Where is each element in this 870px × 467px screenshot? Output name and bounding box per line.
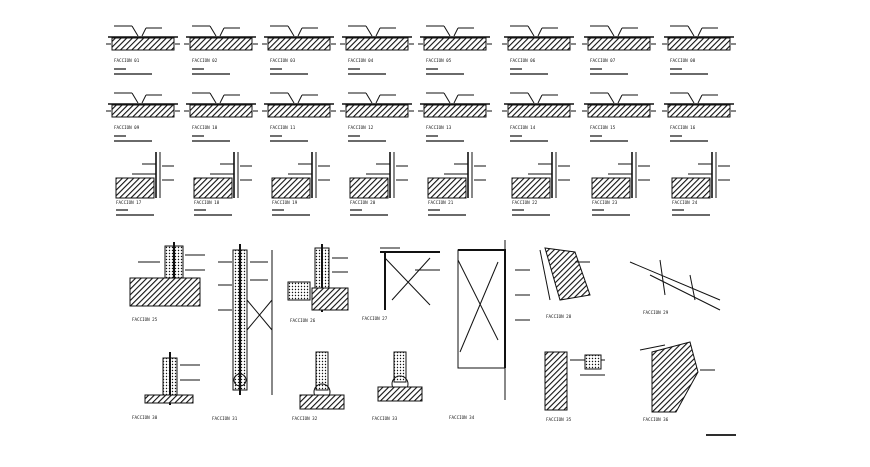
detail-5: FACCION 05	[418, 25, 492, 75]
detail-12: FACCION 12	[340, 92, 414, 142]
detail-row-2: FACCION 09 FACCION 10 FACCION 11 FACCION 12…	[106, 92, 736, 142]
detail-36	[639, 341, 715, 413]
detail-row-1: FACCION 01 FACCION 02 FACCION 03 FACCION 04…	[106, 25, 736, 75]
label-34: FACCION 34	[449, 415, 475, 420]
detail-label: FACCION 02	[192, 58, 218, 63]
detail-34	[629, 259, 721, 311]
detail-33	[539, 247, 591, 301]
detail-label: FACCION 08	[670, 58, 696, 63]
detail-22: FACCION 22	[511, 152, 570, 216]
detail-29	[144, 352, 200, 405]
detail-6: FACCION 06	[502, 25, 576, 75]
detail-15: FACCION 15	[582, 92, 656, 142]
detail-label: FACCION 16	[670, 125, 696, 130]
detail-2: FACCION 02	[184, 25, 258, 75]
detail-32	[457, 240, 530, 400]
detail-14: FACCION 14	[502, 92, 576, 142]
detail-10: FACCION 10	[184, 92, 258, 142]
detail-18: FACCION 18	[193, 152, 252, 216]
label-36: FACCION 36	[643, 417, 669, 422]
detail-label: FACCION 06	[510, 58, 536, 63]
label-26: FACCION 26	[290, 318, 316, 323]
detail-1: FACCION 01	[106, 25, 180, 75]
detail-label: FACCION 07	[590, 58, 616, 63]
detail-label: FACCION 05	[426, 58, 452, 63]
label-28: FACCION 28	[546, 314, 572, 319]
detail-label: FACCION 01	[114, 58, 140, 63]
detail-30	[299, 351, 345, 410]
label-35: FACCION 35	[546, 417, 572, 422]
detail-20: FACCION 20	[349, 152, 408, 216]
detail-9: FACCION 09	[106, 92, 180, 142]
detail-label: FACCION 13	[426, 125, 452, 130]
label-32: FACCION 32	[292, 416, 318, 421]
detail-16: FACCION 16	[662, 92, 736, 142]
label-33: FACCION 33	[372, 416, 398, 421]
label-31: FACCION 31	[212, 416, 238, 421]
detail-label: FACCION 22	[512, 200, 538, 205]
detail-label: FACCION 19	[272, 200, 298, 205]
detail-label: FACCION 15	[590, 125, 616, 130]
detail-23: FACCION 23	[591, 152, 650, 216]
detail-label: FACCION 20	[350, 200, 376, 205]
large-details	[129, 240, 736, 436]
detail-label: FACCION 17	[116, 200, 142, 205]
detail-35	[544, 351, 605, 411]
detail-label: FACCION 03	[270, 58, 296, 63]
detail-25	[129, 242, 205, 307]
detail-label: FACCION 24	[672, 200, 698, 205]
detail-label: FACCION 21	[428, 200, 454, 205]
detail-26	[218, 244, 273, 395]
detail-label: FACCION 11	[270, 125, 296, 130]
detail-28	[380, 247, 440, 310]
label-27: FACCION 27	[362, 316, 388, 321]
detail-31	[377, 351, 423, 402]
detail-label: FACCION 23	[592, 200, 618, 205]
detail-3: FACCION 03	[262, 25, 336, 75]
detail-27	[287, 244, 349, 312]
detail-label: FACCION 14	[510, 125, 536, 130]
label-30: FACCION 30	[132, 415, 158, 420]
detail-24: FACCION 24	[671, 152, 730, 216]
label-25: FACCION 25	[132, 317, 158, 322]
detail-11: FACCION 11	[262, 92, 336, 142]
detail-row-3: FACCION 17 FACCION 18 FACCION 19 FACCION 20…	[115, 152, 730, 216]
detail-13: FACCION 13	[418, 92, 492, 142]
detail-label: FACCION 10	[192, 125, 218, 130]
detail-7: FACCION 07	[582, 25, 656, 75]
detail-8: FACCION 08	[662, 25, 736, 75]
label-29: FACCION 29	[643, 310, 669, 315]
large-detail-labels: FACCION 25 FACCION 26 FACCION 27 FACCION…	[132, 310, 669, 422]
detail-4: FACCION 04	[340, 25, 414, 75]
detail-label: FACCION 12	[348, 125, 374, 130]
detail-17: FACCION 17	[115, 152, 174, 216]
detail-21: FACCION 21	[427, 152, 486, 216]
detail-label: FACCION 18	[194, 200, 220, 205]
detail-label: FACCION 09	[114, 125, 140, 130]
detail-19: FACCION 19	[271, 152, 330, 216]
detail-label: FACCION 04	[348, 58, 374, 63]
